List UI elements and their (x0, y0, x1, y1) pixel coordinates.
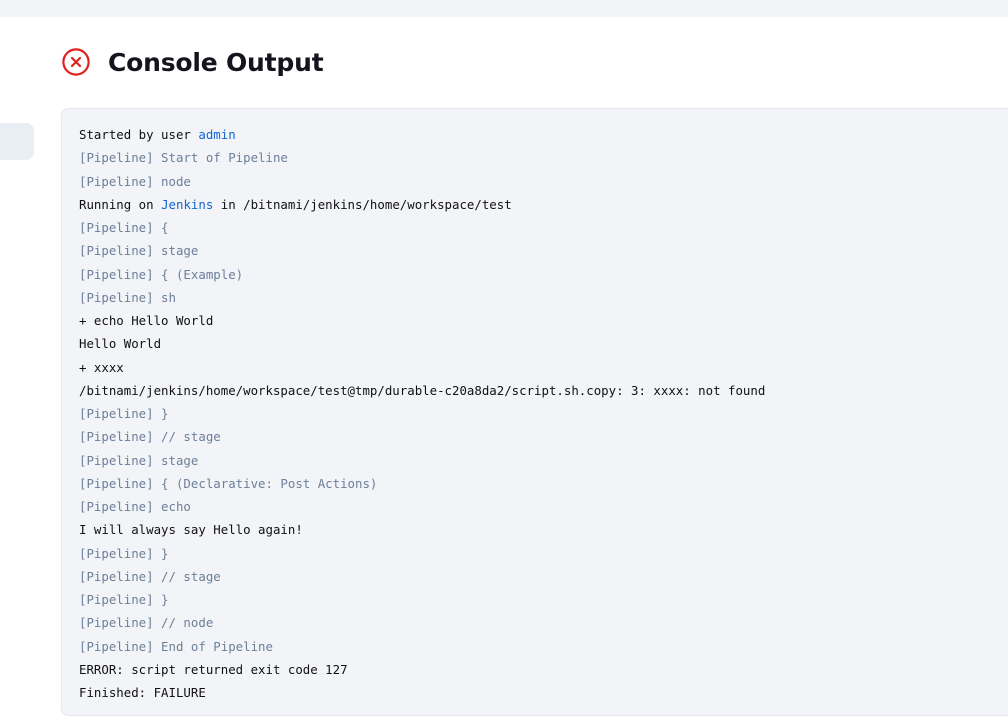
console-pipeline-line: [Pipeline] node (79, 170, 765, 193)
console-output-line: + echo Hello World (79, 309, 765, 332)
console-text: [Pipeline] // node (79, 615, 214, 631)
console-pipeline-line: [Pipeline] stage (79, 449, 765, 472)
console-text: [Pipeline] { (Declarative: Post Actions) (79, 475, 378, 491)
console-link[interactable]: admin (198, 127, 236, 142)
console-output-line: Started by user admin (79, 123, 765, 146)
console-text: ERROR: script returned exit code 127 (79, 661, 348, 677)
console-text: [Pipeline] sh (79, 289, 176, 305)
console-pipeline-line: [Pipeline] { (Example) (79, 263, 765, 286)
console-text: /bitnami/jenkins/home/workspace/test@tmp… (79, 382, 766, 398)
page-header: Console Output (61, 45, 324, 79)
console-output-line: I will always say Hello again! (79, 518, 765, 541)
console-text: Finished: FAILURE (79, 685, 206, 700)
console-text: [Pipeline] echo (79, 499, 191, 514)
console-text: [Pipeline] { (Example) (79, 266, 244, 282)
console-pipeline-line: [Pipeline] End of Pipeline (79, 635, 765, 658)
console-output-line: /bitnami/jenkins/home/workspace/test@tmp… (79, 379, 765, 402)
console-text: in /bitnami/jenkins/home/workspace/test (213, 196, 512, 212)
console-text: [Pipeline] stage (79, 452, 199, 468)
console-text: [Pipeline] } (79, 406, 169, 421)
console-text: Running on (79, 196, 162, 212)
console-output-line: ERROR: script returned exit code 127 (79, 658, 765, 681)
console-output-line: Finished: FAILURE (79, 681, 765, 704)
console-pipeline-line: [Pipeline] } (79, 588, 765, 611)
console-pipeline-line: [Pipeline] { (Declarative: Post Actions) (79, 472, 765, 495)
console-pipeline-line: [Pipeline] // node (79, 611, 765, 634)
top-bar (0, 0, 1008, 17)
console-text: + echo Hello World (79, 313, 214, 328)
console-output-line: Running on Jenkins in /bitnami/jenkins/h… (79, 193, 765, 216)
console-text: [Pipeline] node (79, 173, 191, 189)
console-text: [Pipeline] // stage (79, 568, 221, 584)
console-text: [Pipeline] { (79, 220, 169, 235)
console-text: [Pipeline] stage (79, 243, 199, 259)
console-output-line: Hello World (79, 332, 765, 355)
console-pipeline-line: [Pipeline] // stage (79, 565, 765, 588)
console-pipeline-line: [Pipeline] { (79, 216, 765, 239)
console-pipeline-line: [Pipeline] } (79, 542, 765, 565)
console-text: + xxxx (79, 359, 124, 375)
console-link[interactable]: Jenkins (161, 196, 214, 212)
console-pipeline-line: [Pipeline] } (79, 402, 765, 425)
sidebar-item[interactable] (0, 123, 34, 160)
console-pipeline-line: [Pipeline] // stage (79, 425, 765, 448)
console-pipeline-line: [Pipeline] sh (79, 286, 765, 309)
console-text: [Pipeline] // stage (79, 429, 221, 445)
console-text: I will always say Hello again! (79, 522, 303, 538)
console-pipeline-line: [Pipeline] echo (79, 495, 765, 518)
console-pipeline-line: [Pipeline] Start of Pipeline (79, 146, 765, 169)
page-title: Console Output (108, 47, 324, 77)
console-text: [Pipeline] Start of Pipeline (79, 150, 288, 166)
console-pipeline-line: [Pipeline] stage (79, 239, 765, 262)
console-output-line: + xxxx (79, 356, 765, 379)
console-text: [Pipeline] } (79, 592, 169, 607)
console-text: [Pipeline] } (79, 545, 169, 561)
console-lines: Started by user admin [Pipeline] Start of… (79, 123, 765, 704)
console-output: Started by user admin [Pipeline] Start of… (61, 108, 1008, 716)
console-text: [Pipeline] End of Pipeline (79, 638, 273, 654)
console-text: Hello World (79, 336, 162, 352)
console-text: Started by user (79, 127, 199, 142)
error-circle-x-icon (62, 48, 90, 76)
